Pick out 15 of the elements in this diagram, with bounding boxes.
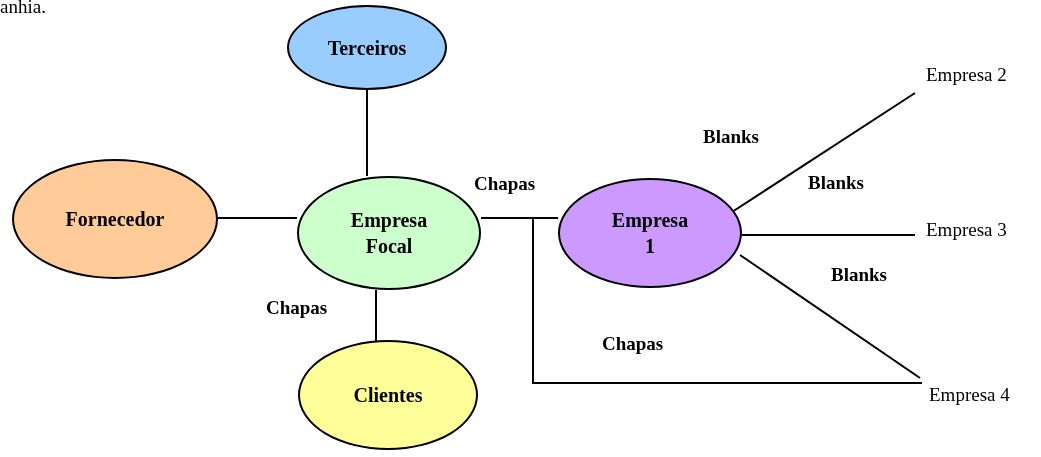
text-fragment: anhia. <box>0 0 46 18</box>
node-text: Empresa Focal <box>349 208 429 259</box>
node-label: Empresa 4 <box>929 382 1041 408</box>
node-label: Empresa 2 <box>926 62 1038 88</box>
node-label: Empresa 3 <box>926 217 1038 243</box>
node-text: Fornecedor <box>65 207 165 232</box>
connector-line <box>366 89 368 177</box>
node-text: Clientes <box>353 383 423 408</box>
connector-line <box>739 254 921 379</box>
connector-line <box>217 217 298 219</box>
text-label: Blanks <box>703 126 759 148</box>
node-text: Terceiros <box>327 35 407 61</box>
connector-line <box>731 92 916 213</box>
node-text: Empresa 1 <box>610 208 690 259</box>
connector-line <box>741 234 916 236</box>
